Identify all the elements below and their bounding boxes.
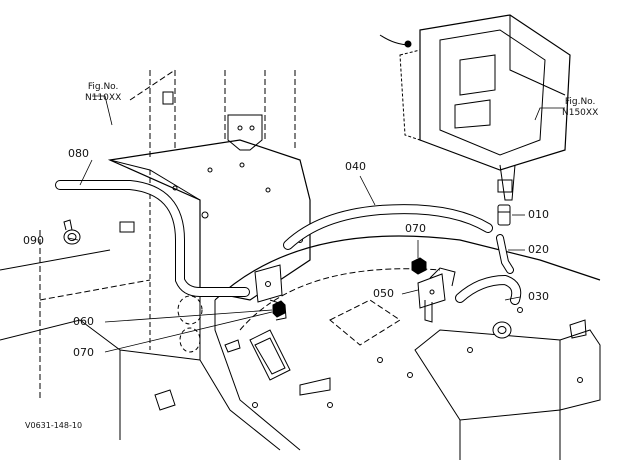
part-label-060: 060 bbox=[73, 315, 94, 328]
nut-070-top bbox=[411, 257, 427, 275]
hose-return bbox=[455, 274, 522, 305]
part-label-040: 040 bbox=[345, 160, 366, 173]
left-frame bbox=[0, 69, 311, 451]
part-label-070-bottom: 070 bbox=[73, 346, 94, 359]
figure-code: V0631-148-10 bbox=[25, 421, 83, 430]
fig-ref-number: N150XX bbox=[562, 108, 599, 118]
connector-010 bbox=[497, 204, 511, 226]
clamp-090 bbox=[63, 219, 81, 245]
part-label-070-top: 070 bbox=[405, 222, 426, 235]
part-label-080: 080 bbox=[68, 147, 89, 160]
fig-ref-label: Fig.No. bbox=[564, 97, 596, 107]
part-label-030: 030 bbox=[528, 290, 549, 303]
part-label-050: 050 bbox=[373, 287, 394, 300]
mount-bracket bbox=[119, 91, 263, 233]
hose-040 bbox=[283, 204, 493, 250]
clamp-030 bbox=[492, 321, 512, 339]
part-label-090: 090 bbox=[23, 234, 44, 247]
leader-lines bbox=[67, 95, 565, 353]
fig-ref-n110xx: Fig.No. N110XX bbox=[85, 82, 121, 104]
center-floor bbox=[154, 235, 601, 460]
heater-unit bbox=[379, 14, 571, 201]
part-label-020: 020 bbox=[528, 243, 549, 256]
fig-ref-number: N110XX bbox=[85, 93, 122, 103]
bracket-060 bbox=[254, 264, 287, 321]
fig-ref-n150xx: Fig.No. N150XX bbox=[562, 97, 598, 119]
elbow-020 bbox=[496, 234, 514, 274]
fig-ref-label: Fig.No. bbox=[87, 82, 119, 92]
plate-050 bbox=[417, 267, 456, 323]
hose-080 bbox=[55, 180, 250, 297]
part-label-010: 010 bbox=[528, 208, 549, 221]
